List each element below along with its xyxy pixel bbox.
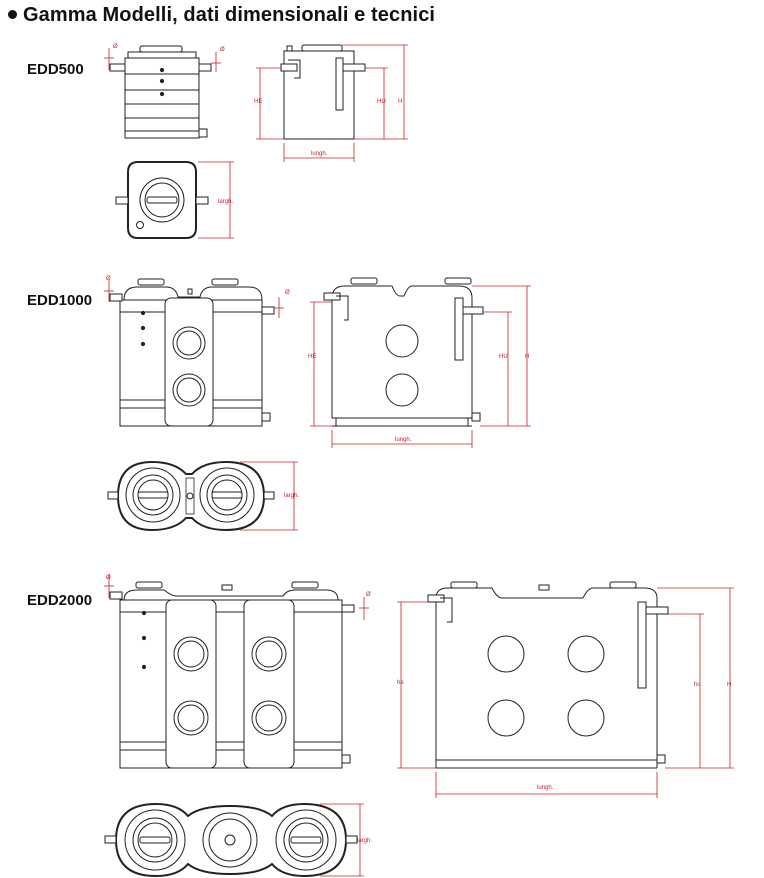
edd2000-side-view [427, 581, 669, 769]
edd500-diameter-label-right: Ø [220, 47, 225, 53]
edd2000-depth-label: largh. [357, 838, 372, 844]
edd1000-side-view [323, 277, 484, 427]
edd2000-hu-label: hu [694, 682, 701, 688]
edd1000-diameter-label-right: Ø [285, 290, 290, 296]
edd1000-top-view [107, 460, 275, 532]
edd1000-front-dimensions [104, 280, 284, 318]
edd1000-side-dimensions [310, 285, 531, 448]
edd500-front-view [109, 45, 212, 139]
edd1000-width-label: lungh. [395, 437, 412, 443]
edd1000-depth-label: largh. [284, 493, 299, 499]
edd2000-front-view [109, 581, 355, 769]
edd1000-top-dimensions [240, 461, 298, 531]
model-label-edd1000: EDD1000 [27, 292, 93, 309]
model-label-edd500: EDD500 [27, 61, 84, 78]
edd2000-width-label: lungh. [537, 785, 554, 791]
edd500-h-label: H [398, 99, 402, 105]
edd500-depth-label: largh. [218, 199, 233, 205]
edd500-side-view [280, 44, 366, 140]
edd2000-he-label: he [397, 680, 404, 686]
edd500-diameter-label-left: Ø [113, 44, 118, 50]
edd1000-h-label: H [525, 354, 529, 360]
page-title-text: Gamma Modelli, dati dimensionali e tecni… [23, 4, 436, 26]
edd2000-front-dimensions [104, 574, 369, 620]
edd1000-diameter-label-left: Ø [106, 276, 111, 282]
edd500-he-label: HE [254, 99, 262, 105]
edd500-front-dimensions [104, 48, 221, 72]
edd2000-diameter-label-left: Ø [106, 575, 111, 581]
edd2000-diameter-label-right: Ø [366, 592, 371, 598]
model-label-edd2000: EDD2000 [27, 592, 93, 609]
edd1000-hu-label: HU [499, 354, 508, 360]
edd1000-front-view [109, 278, 275, 427]
edd500-top-view [115, 161, 209, 239]
edd2000-h-label: H [727, 682, 731, 688]
edd1000-he-label: HE [308, 354, 316, 360]
page-title: Gamma Modelli, dati dimensionali e tecni… [6, 4, 435, 27]
edd500-width-label: lungh. [311, 151, 328, 157]
edd2000-top-view [104, 802, 358, 878]
edd500-hu-label: HU [377, 99, 386, 105]
bullet-icon [8, 10, 17, 20]
edd500-side-dimensions [256, 44, 408, 162]
edd2000-side-dimensions [397, 587, 734, 798]
edd500-top-dimensions [198, 161, 234, 239]
edd2000-top-dimensions [320, 803, 364, 877]
